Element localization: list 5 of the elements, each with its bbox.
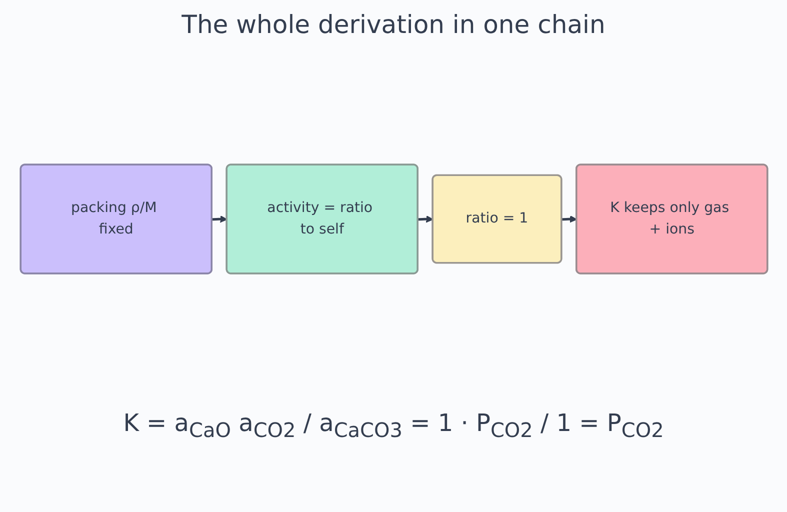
arrow [561, 215, 577, 223]
diagram-title: The whole derivation in one chain [180, 10, 606, 39]
arrow [212, 215, 227, 223]
arrow [417, 215, 433, 223]
formula: K = a$_{CaO}$ a$_{CO2}$ / a$_{CaCO3}$ = 1 · P$_{CO2}$ / 1 = P$_{CO2}$ [123, 409, 664, 442]
